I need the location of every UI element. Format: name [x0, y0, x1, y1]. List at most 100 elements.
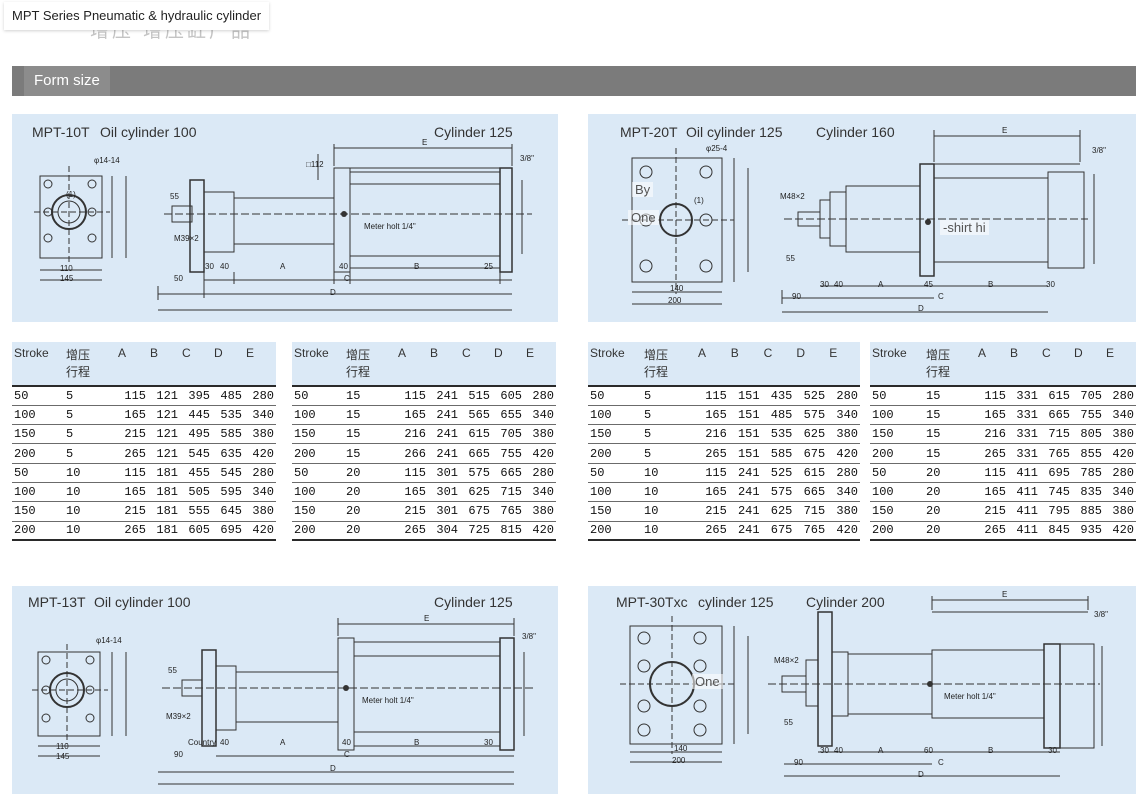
cylinder-label: Cylinder 200 [806, 594, 885, 610]
dim-e: E [1002, 590, 1008, 599]
table-cell: 545 [180, 443, 212, 464]
drawing-panel-mpt-10t: MPT-10T Oil cylinder 100 Cylinder 125 φ1… [12, 114, 558, 322]
table-cell: 625 [761, 501, 795, 522]
table-cell: 241 [728, 521, 762, 542]
dim-55: 55 [168, 666, 177, 675]
table-cell: 380 [827, 424, 860, 445]
dim-meter: Meter holt 1/4" [944, 692, 996, 701]
oil-cylinder-label: Oil cylinder 100 [94, 594, 191, 610]
dim-55: 55 [784, 718, 793, 727]
table-cell: 265 [116, 443, 148, 464]
dim-90: 90 [174, 750, 183, 759]
col-a: A [976, 342, 1008, 387]
table-cell: 200 [12, 443, 64, 464]
table-cell: 20 [924, 521, 976, 542]
table-cell: 50 [12, 386, 64, 406]
table-cell: 115 [976, 463, 1008, 483]
overlay-text: One [628, 210, 659, 225]
dim-30a: 30 [820, 280, 829, 289]
dim-hole: φ25-4 [706, 144, 728, 153]
table-cell: 280 [524, 463, 556, 483]
table-cell: 5 [64, 405, 116, 426]
table-cell: 265 [976, 521, 1008, 542]
table-cell: 5 [64, 424, 116, 445]
table-cell: 15 [344, 386, 396, 406]
dim-30b: 30 [1046, 280, 1055, 289]
col-d: D [794, 342, 828, 387]
front-flange [201, 649, 217, 747]
dim-145: 145 [60, 274, 74, 283]
table-cell: 115 [696, 386, 729, 406]
table-cell: 331 [1008, 443, 1040, 464]
table-cell: 625 [794, 424, 828, 445]
col-a: A [116, 342, 148, 387]
table-cell: 395 [180, 386, 212, 406]
table-cell: 115 [696, 463, 729, 483]
table-cell: 665 [1040, 405, 1072, 426]
table-cell: 411 [1008, 463, 1040, 483]
col-stroke: Stroke [292, 342, 344, 387]
col-c: C [1040, 342, 1072, 387]
table-cell: 340 [827, 482, 860, 503]
table-cell: 10 [642, 501, 696, 522]
table-cell: 20 [344, 521, 396, 542]
table-cell: 411 [1008, 501, 1040, 522]
table-cell: 705 [1072, 386, 1104, 406]
table-cell: 15 [924, 386, 976, 406]
dim-55: 55 [170, 192, 179, 201]
table-cell: 715 [794, 501, 828, 522]
dim-c: C [344, 750, 350, 759]
overlay-text: By [632, 182, 654, 197]
col-d: D [212, 342, 244, 387]
table-cell: 340 [1104, 482, 1136, 503]
table-cell: 665 [460, 443, 492, 464]
table-cell: 575 [794, 405, 828, 426]
table-cell: 181 [148, 482, 180, 503]
table-cell: 115 [976, 386, 1008, 406]
table-cell: 420 [827, 521, 860, 542]
table-cell: 115 [396, 463, 428, 483]
table-cell: 241 [728, 482, 762, 503]
table-cell: 635 [212, 443, 244, 464]
table-cell: 435 [761, 386, 795, 406]
table-cell: 340 [827, 405, 860, 426]
table-cell: 121 [148, 405, 180, 426]
table-cell: 165 [696, 405, 729, 426]
oil-cylinder-label: Oil cylinder 100 [100, 124, 197, 140]
table-cell: 411 [1008, 482, 1040, 503]
table-cell: 265 [696, 521, 729, 542]
table-cell: 151 [728, 405, 762, 426]
table-cell: 100 [870, 405, 924, 426]
table-cell: 5 [642, 386, 696, 406]
dim-c: C [938, 292, 944, 301]
table-cell: 100 [588, 482, 642, 503]
dim-a: A [280, 262, 286, 271]
front-flange [805, 659, 819, 707]
table-cell: 535 [212, 405, 244, 426]
table-cell: 331 [1008, 405, 1040, 426]
dim-c: C [344, 274, 350, 283]
table-cell: 705 [492, 424, 524, 445]
table-cell: 280 [244, 463, 276, 483]
table-cell: 420 [524, 521, 556, 542]
col-stroke: Stroke [588, 342, 642, 387]
table-cell: 485 [212, 386, 244, 406]
section-label: Form size [24, 66, 110, 96]
table-cell: 15 [344, 405, 396, 426]
table-cell: 545 [212, 463, 244, 483]
dim-90: 90 [792, 292, 801, 301]
dim-p1: (1) [66, 190, 76, 199]
dim-a: A [280, 738, 286, 747]
table-cell: 715 [492, 482, 524, 503]
col-e: E [524, 342, 556, 387]
col-a: A [696, 342, 729, 387]
dim-140: 140 [674, 744, 688, 753]
dim-d: D [330, 764, 336, 773]
table-cell: 785 [1072, 463, 1104, 483]
dim-145: 145 [56, 752, 70, 761]
